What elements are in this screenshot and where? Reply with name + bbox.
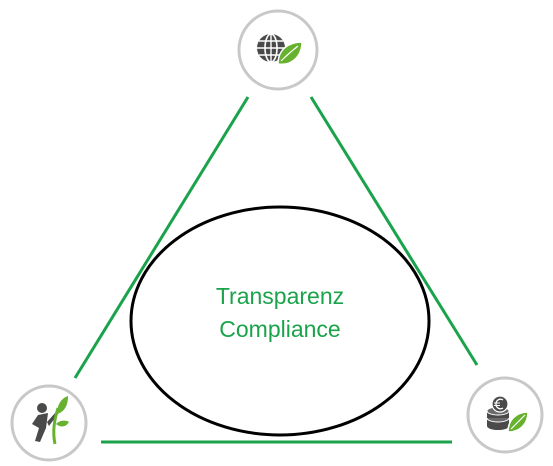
triangle-edge-left xyxy=(73,96,250,379)
coins-leaf-icon xyxy=(486,395,529,433)
globe-leaf-icon xyxy=(257,33,303,65)
node-right xyxy=(466,376,544,454)
center-ellipse xyxy=(129,205,431,437)
node-left xyxy=(10,384,88,462)
node-top xyxy=(237,9,319,91)
person-leaf-icon xyxy=(32,396,69,445)
triangle-edge-right xyxy=(309,96,479,366)
